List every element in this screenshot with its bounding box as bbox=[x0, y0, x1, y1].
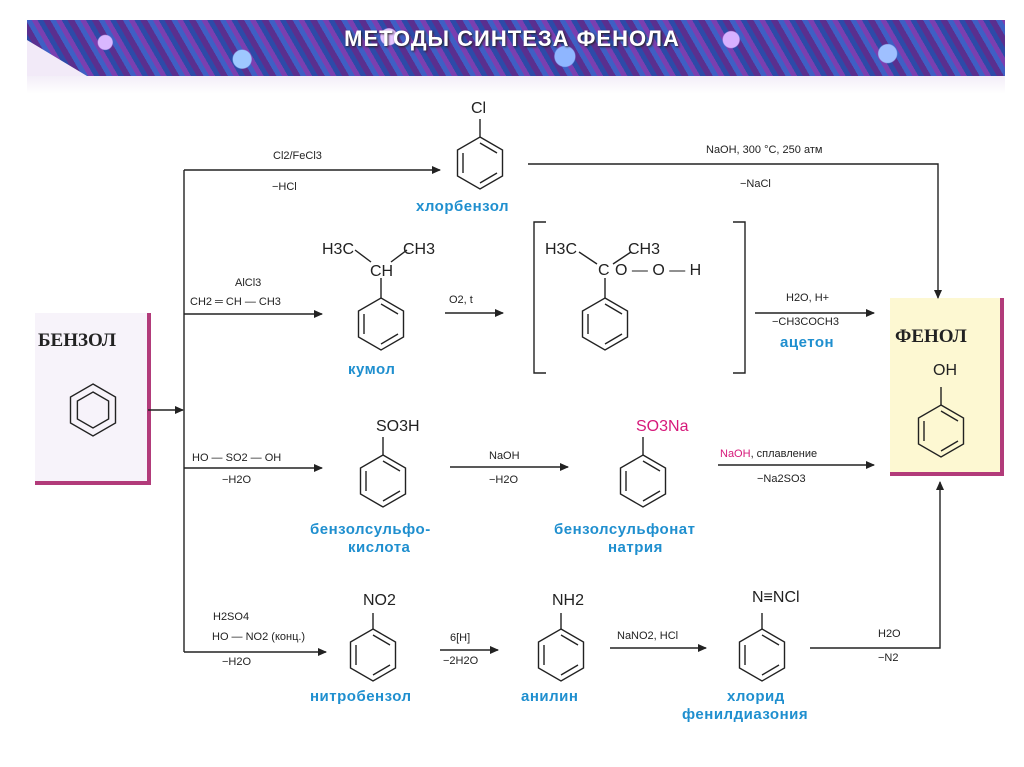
label-chloro-phenol-byproduct: −NaCl bbox=[740, 178, 771, 190]
title-underband bbox=[27, 76, 1005, 94]
label-hydrolysis-byproduct: −N2 bbox=[878, 652, 899, 664]
group-oh: OH bbox=[933, 362, 957, 379]
hydroperoxide-c: C bbox=[598, 262, 610, 279]
title-banner bbox=[27, 20, 1005, 76]
benzene-ring bbox=[69, 383, 117, 437]
name-diazonium-line1: хлорид bbox=[727, 688, 785, 705]
phenol-box bbox=[890, 298, 1004, 476]
label-cleavage-reagent: H2O, H+ bbox=[786, 292, 830, 304]
bracket-right bbox=[733, 221, 746, 374]
banner-corner bbox=[27, 40, 87, 76]
phenol-title: ФЕНОЛ bbox=[895, 326, 967, 347]
name-sulfonic-acid-line2: кислота bbox=[348, 539, 411, 556]
label-chlorination-byproduct: −HCl bbox=[272, 181, 297, 193]
label-sulfonation-byproduct: −H2O bbox=[222, 474, 252, 486]
phenol-ring bbox=[917, 387, 965, 458]
label-oxidation: O2, t bbox=[449, 294, 473, 306]
name-sulfonate-line1: бензолсульфонат bbox=[554, 521, 696, 538]
cumene-ring bbox=[354, 249, 408, 351]
name-chlorobenzene: хлорбензол bbox=[416, 198, 510, 215]
name-sulfonic-acid-line1: бензолсульфо- bbox=[310, 521, 431, 538]
label-chlorination-reagent: Cl2/FeCl3 bbox=[273, 150, 322, 162]
hydroperoxide-left-methyl: H3C bbox=[545, 241, 578, 258]
chlorobenzene-ring bbox=[456, 119, 504, 190]
group-diazonium: N≡NCl bbox=[752, 589, 800, 606]
label-fusion-reagent: NaOH, сплавление bbox=[720, 448, 817, 460]
nitrobenzene-ring bbox=[349, 613, 397, 682]
label-nitration-reagent: HO — NO2 (конц.) bbox=[212, 631, 306, 643]
name-aniline: анилин bbox=[521, 688, 579, 705]
label-sulfonation-reagent: HO — SO2 — OH bbox=[192, 452, 282, 464]
label-diazotization-reagent: NaNO2, HCl bbox=[617, 630, 679, 642]
label-cleavage-byproduct: −CH3COCH3 bbox=[772, 316, 839, 328]
label-reduction-byproduct: −2H2O bbox=[443, 655, 479, 667]
label-fusion-byproduct: −Na2SO3 bbox=[757, 473, 806, 485]
group-so3h: SO3H bbox=[376, 418, 420, 435]
hydroperoxide-ring bbox=[578, 251, 632, 351]
name-acetone: ацетон bbox=[780, 334, 835, 351]
hydroperoxide-chain: O — O — H bbox=[615, 262, 702, 279]
group-cl: Cl bbox=[471, 100, 487, 117]
name-cumene: кумол bbox=[348, 361, 396, 378]
name-diazonium-line2: фенилдиазония bbox=[682, 706, 809, 723]
aniline-ring bbox=[537, 613, 585, 682]
cumene-ch: CH bbox=[370, 263, 394, 280]
label-neutralization-reagent: NaOH bbox=[489, 450, 520, 462]
group-so3na: SO3Na bbox=[636, 418, 689, 435]
label-nitration-byproduct: −H2O bbox=[222, 656, 252, 668]
cumene-left-methyl: H3C bbox=[322, 241, 355, 258]
label-nitration-acid: H2SO4 bbox=[213, 611, 250, 623]
group-no2: NO2 bbox=[363, 592, 396, 609]
bracket-left bbox=[533, 221, 546, 374]
hydroperoxide-right-methyl: CH3 bbox=[628, 241, 661, 258]
label-fusion-naoh: NaOH bbox=[720, 448, 751, 460]
benzene-title: БЕНЗОЛ bbox=[38, 330, 117, 351]
label-neutralization-byproduct: −H2O bbox=[489, 474, 519, 486]
label-fusion-text: , сплавление bbox=[750, 448, 818, 460]
arrow-chloro-phenol bbox=[528, 163, 942, 299]
label-hydrolysis-reagent: H2O bbox=[878, 628, 901, 640]
sulfonate-ring bbox=[619, 437, 667, 508]
arrow-hydrolysis bbox=[810, 481, 944, 649]
benzene-box bbox=[35, 313, 151, 485]
sulfonic-acid-ring bbox=[359, 437, 407, 508]
page-title: МЕТОДЫ СИНТЕЗА ФЕНОЛА bbox=[344, 26, 680, 51]
group-nh2: NH2 bbox=[552, 592, 585, 609]
cumene-right-methyl: CH3 bbox=[403, 241, 436, 258]
label-chloro-phenol-reagent: NaOH, 300 °C, 250 атм bbox=[706, 144, 823, 156]
diazonium-ring bbox=[738, 613, 786, 682]
name-nitrobenzene: нитробензол bbox=[310, 688, 412, 705]
label-reduction-reagent: 6[H] bbox=[450, 632, 471, 644]
label-alkylation-catalyst: AlCl3 bbox=[235, 277, 262, 289]
name-sulfonate-line2: натрия bbox=[608, 539, 663, 556]
label-alkylation-reagent: CH2 ═ CH — CH3 bbox=[190, 296, 281, 308]
